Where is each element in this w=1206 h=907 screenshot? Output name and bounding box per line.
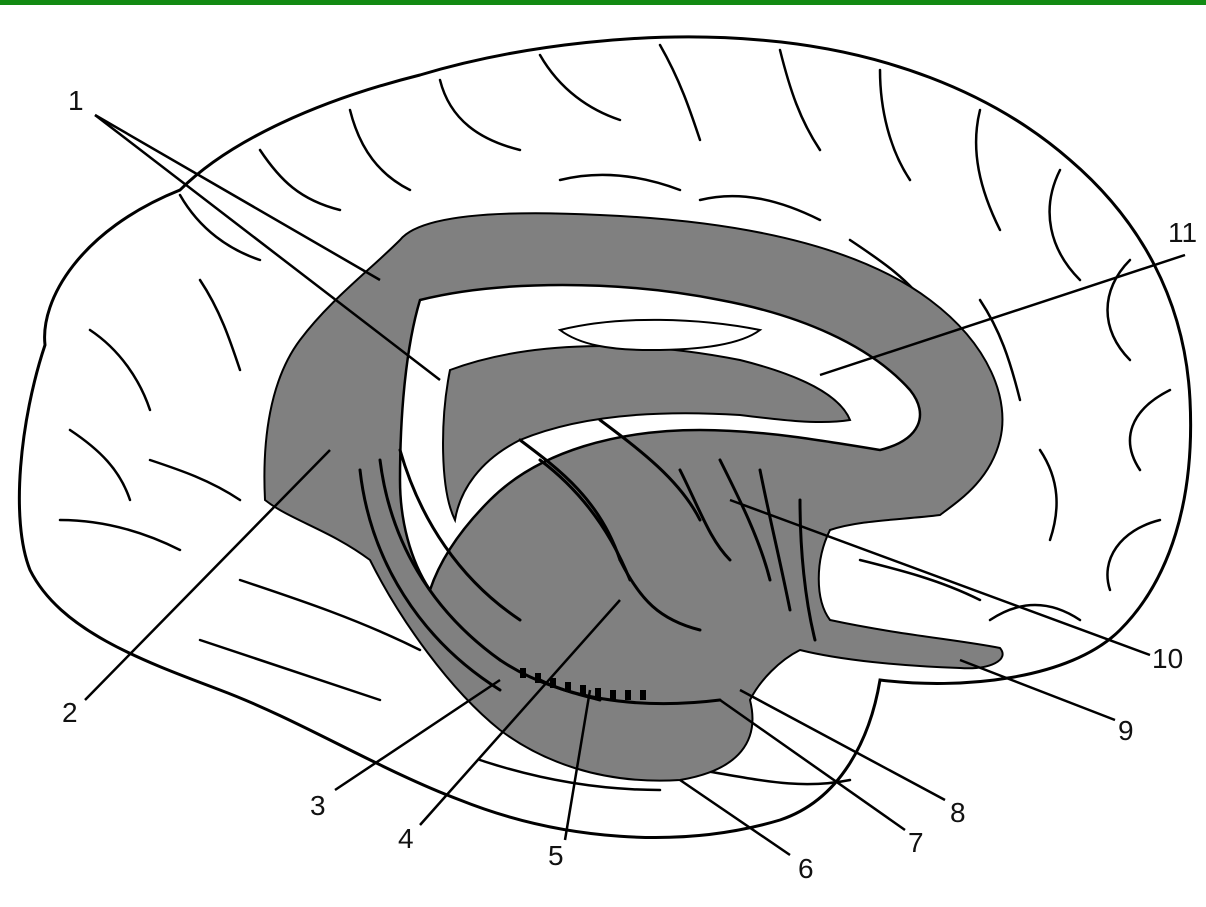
callout-10: 10 [1152, 643, 1183, 674]
callout-1: 1 [68, 85, 84, 116]
callout-7: 7 [908, 827, 924, 858]
callout-11: 11 [1168, 217, 1197, 248]
callout-5: 5 [548, 840, 564, 871]
callout-2: 2 [62, 697, 78, 728]
callout-4: 4 [398, 823, 414, 854]
callout-8: 8 [950, 797, 966, 828]
callout-9: 9 [1118, 715, 1134, 746]
callout-6: 6 [798, 853, 814, 884]
callout-3: 3 [310, 790, 326, 821]
